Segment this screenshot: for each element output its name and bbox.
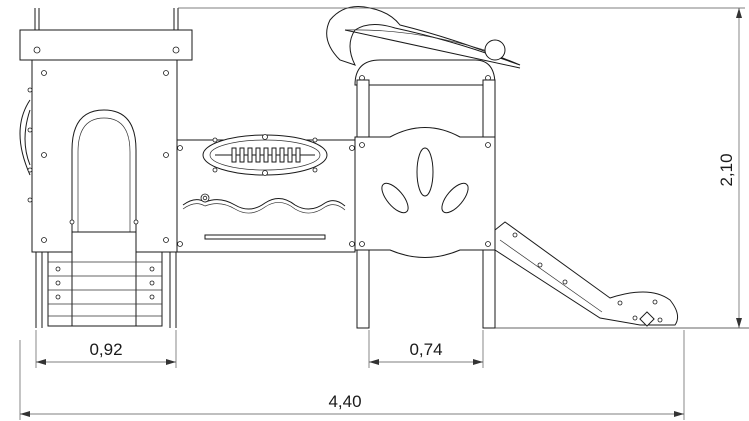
cutout-left [381,182,409,214]
left-tower [19,8,193,328]
cutout-right [441,182,469,214]
right-tower [326,6,521,329]
side-panel-arc [19,99,31,176]
roof-panel [354,59,496,86]
slide-chute [494,221,679,326]
abacus-beads [231,147,301,163]
dim-total-length: 4,40 [328,392,361,411]
middle-panel [176,134,356,253]
ladder-front [71,231,137,327]
slide [494,221,679,327]
dimension-lines [19,7,745,420]
slide-end-fitting [639,311,655,327]
dim-right-tower-width: 0,74 [409,340,442,359]
roof-board [19,29,193,61]
dim-left-tower-width: 0,92 [89,340,122,359]
arch-opening [71,109,137,233]
cutout-center [416,147,434,197]
dim-total-height: 2,10 [717,153,736,186]
slot [204,234,326,240]
